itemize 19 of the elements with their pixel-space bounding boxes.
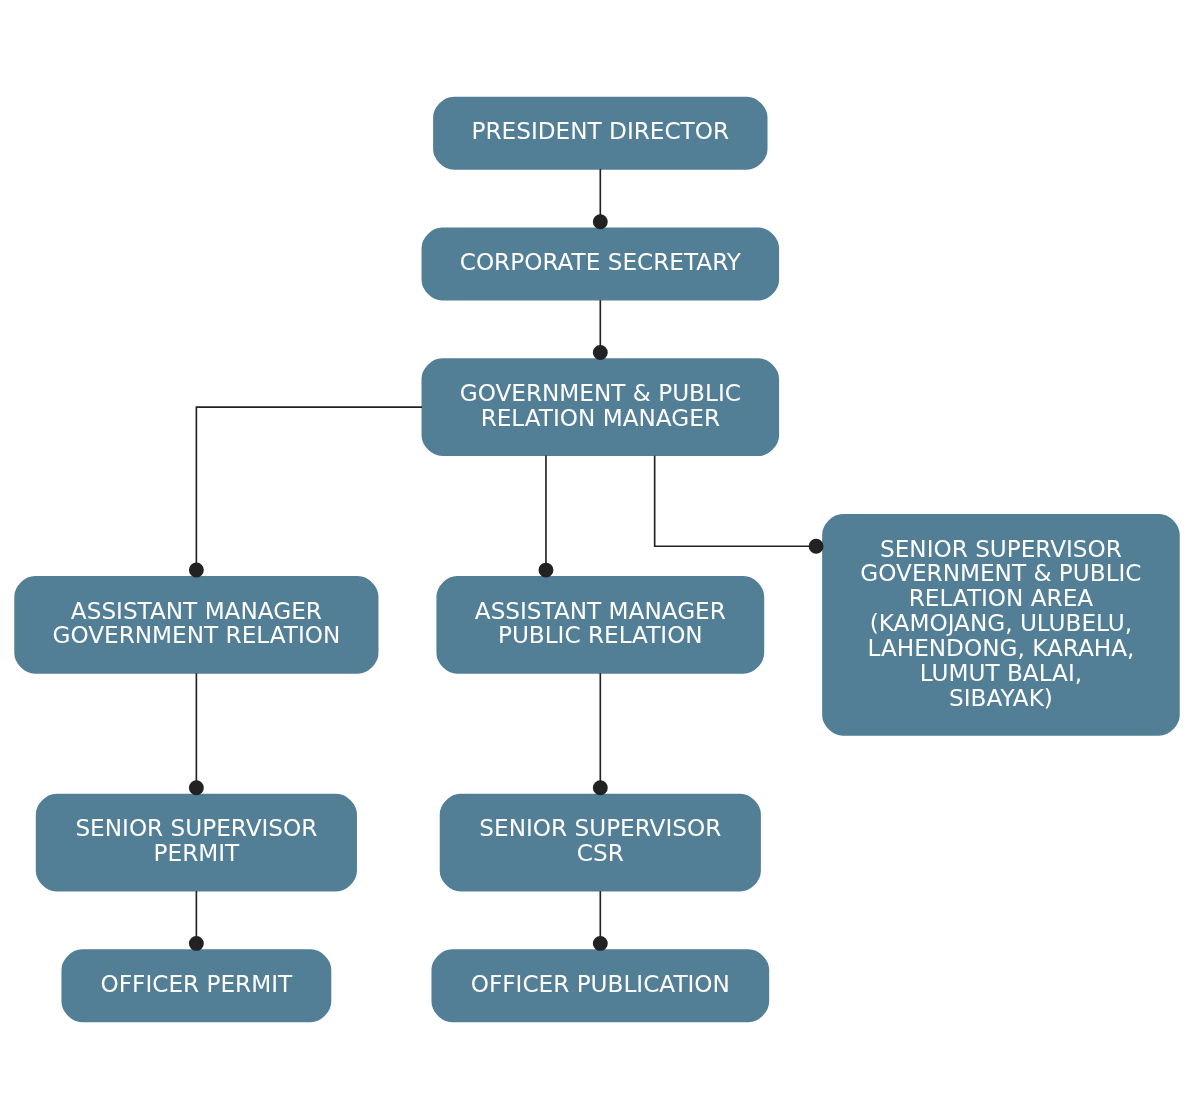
node-box: GOVERNMENT & PUBLIC RELATION MANAGER	[421, 357, 780, 456]
connector	[592, 671, 608, 795]
node-box: ASSISTANT MANAGER PUBLIC RELATION	[436, 575, 765, 674]
node-box: OFFICER PUBLICATION	[431, 948, 770, 1022]
connector	[592, 889, 608, 951]
node-box: SENIOR SUPERVISOR CSR	[439, 793, 761, 891]
connector	[653, 454, 824, 554]
connector	[538, 454, 554, 578]
node-box: CORPORATE SECRETARY	[421, 227, 780, 300]
connector	[188, 889, 204, 951]
node-box: SENIOR SUPERVISOR GOVERNMENT & PUBLIC RELATION AREA (KAMOJANG, ULUBELU, LAHENDONG, KARAHA, LUMUT BALAI, SIBAYAK)	[822, 513, 1180, 736]
node-box: OFFICER PERMIT	[61, 948, 332, 1022]
node-box: PRESIDENT DIRECTOR	[433, 96, 768, 170]
node-box: ASSISTANT MANAGER GOVERNMENT RELATION	[14, 575, 379, 674]
node-box: SENIOR SUPERVISOR PERMIT	[35, 793, 357, 891]
connector	[188, 405, 423, 577]
connector	[188, 671, 204, 795]
connector	[592, 298, 608, 360]
connector	[592, 167, 608, 229]
